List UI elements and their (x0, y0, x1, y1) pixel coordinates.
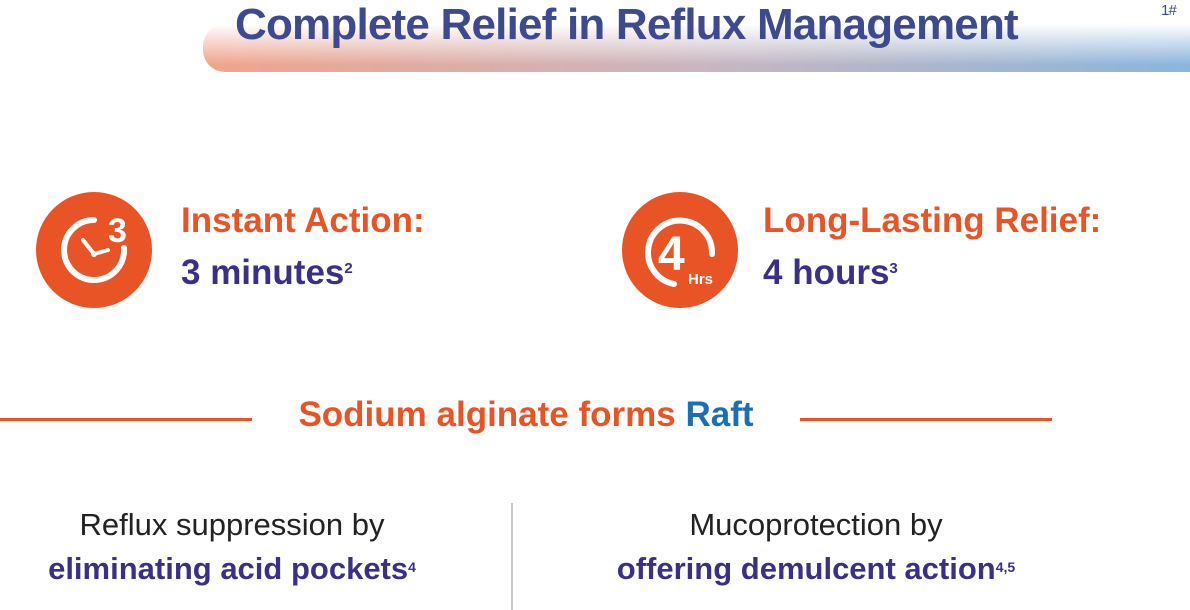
raft-heading: Sodium alginate forms Raft (0, 395, 1052, 435)
divider-left (0, 418, 252, 421)
benefit-line2-text: offering demulcent action (616, 551, 996, 586)
benefit-line1: Reflux suppression by (79, 507, 385, 542)
title-banner (203, 24, 1190, 72)
benefit-reflux-suppression: Reflux suppression by eliminating acid p… (0, 505, 472, 593)
clock-3-icon: 3 (36, 192, 152, 308)
benefit-line2: eliminating acid pockets4 (0, 545, 472, 593)
column-divider (511, 503, 513, 610)
clock-number: 4 (658, 228, 685, 281)
benefit-ref: 4 (408, 559, 416, 575)
clock-4hrs-icon: 4 Hrs (622, 192, 738, 308)
benefit-line2: offering demulcent action4,5 (576, 545, 1056, 593)
benefit-ref: 4,5 (995, 559, 1016, 575)
benefit-mucoprotection: Mucoprotection by offering demulcent act… (576, 505, 1056, 593)
feature-heading: Long-Lasting Relief: (763, 201, 1102, 240)
clock-number: 3 (108, 212, 127, 250)
benefit-line1: Mucoprotection by (689, 507, 943, 542)
feature-heading: Instant Action: (181, 201, 425, 240)
hrs-label: Hrs (688, 271, 713, 288)
feature-value: 3 minutes2 (181, 247, 425, 299)
feature-instant-action: Instant Action: 3 minutes2 (181, 195, 425, 299)
raft-highlight: Raft (685, 395, 754, 434)
feature-value: 4 hours3 (763, 247, 1101, 299)
feature-ref: 2 (344, 260, 353, 277)
benefit-line2-text: eliminating acid pockets (48, 551, 409, 586)
title-text: Complete Relief in Reflux Management (235, 0, 1019, 49)
feature-value-text: 4 hours (763, 253, 890, 292)
feature-ref: 3 (889, 260, 898, 277)
title-reference: 1# (1161, 2, 1177, 19)
feature-long-lasting: Long-Lasting Relief: 4 hours3 (763, 195, 1101, 299)
divider-right (800, 418, 1052, 421)
raft-text: Sodium alginate forms (298, 395, 676, 434)
page-title: Complete Relief in Reflux Management 1# (235, 0, 1177, 50)
feature-value-text: 3 minutes (181, 253, 345, 292)
